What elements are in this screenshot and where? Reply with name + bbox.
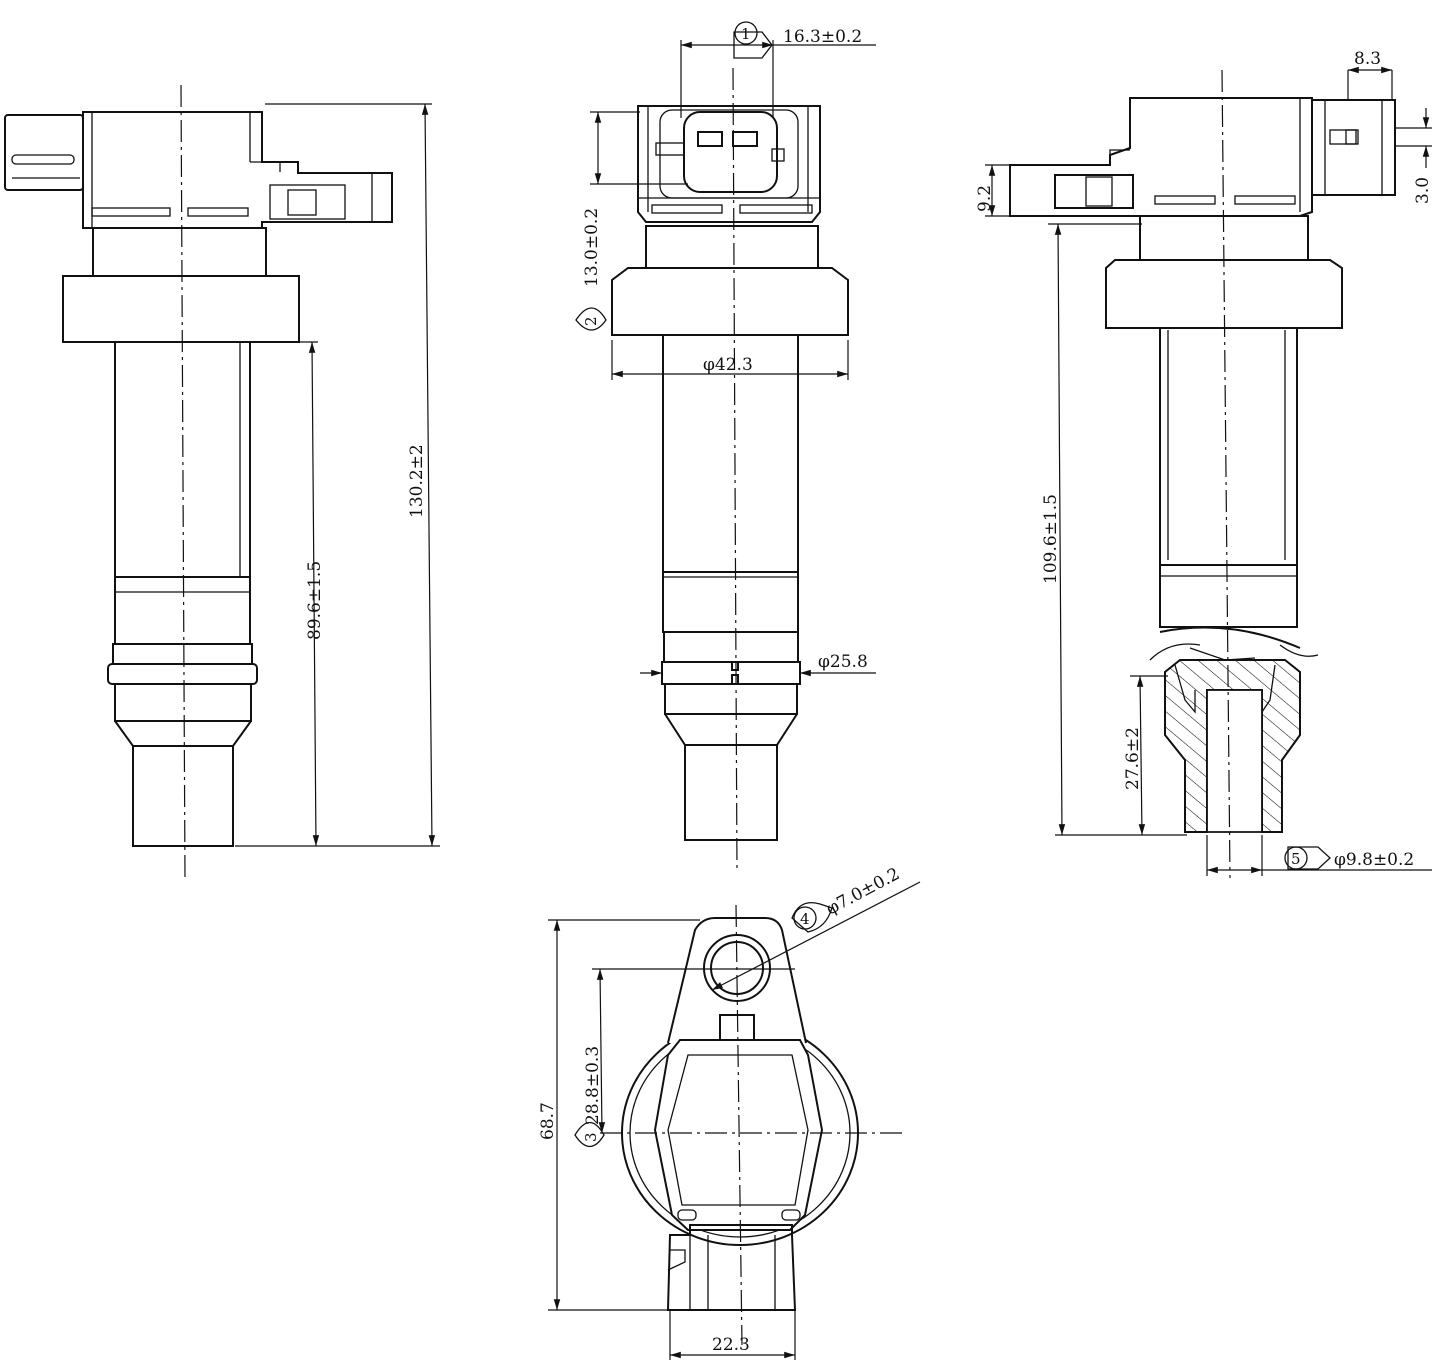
- dim-3-0: 3.0: [1413, 177, 1433, 204]
- dim-109-6: 109.6±1.5: [1041, 494, 1061, 584]
- dim-9-8: φ9.8±0.2: [1334, 850, 1414, 870]
- dim-89-6: 89.6±1.5: [305, 561, 325, 640]
- front-view: 1 16.3±0.2 13.0±0.2 2 φ42.3 φ25.8: [575, 21, 876, 873]
- dim-8-3: 8.3: [1354, 49, 1381, 69]
- top-view: 68.7 28.8±0.3 3 22.3 4 φ7.0±0.2: [538, 864, 921, 1360]
- dim-16-3: 16.3±0.2: [783, 27, 862, 47]
- callout-5: 5: [1291, 850, 1301, 868]
- dim-28-8: 28.8±0.3: [583, 1046, 603, 1125]
- left-side-view: 89.6±1.5 130.2±2: [4, 84, 440, 879]
- dim-9-2: 9.2: [975, 185, 995, 212]
- callout-2: 2: [582, 316, 600, 326]
- dim-22-3: 22.3: [712, 1335, 750, 1355]
- callout-1: 1: [741, 25, 751, 43]
- dim-68-7: 68.7: [538, 1102, 558, 1140]
- callout-4: 4: [800, 910, 810, 928]
- callout-3: 3: [582, 1132, 600, 1142]
- dim-42-3: φ42.3: [703, 355, 753, 375]
- dim-13-0: 13.0±0.2: [582, 208, 602, 287]
- dim-25-8: φ25.8: [818, 652, 868, 672]
- right-side-view: 8.3 3.0 9.2 109.6±1.5 27.6±2 5 φ9.8±0.2: [975, 49, 1433, 879]
- dim-130-2: 130.2±2: [407, 444, 427, 518]
- dim-27-6: 27.6±2: [1123, 727, 1143, 790]
